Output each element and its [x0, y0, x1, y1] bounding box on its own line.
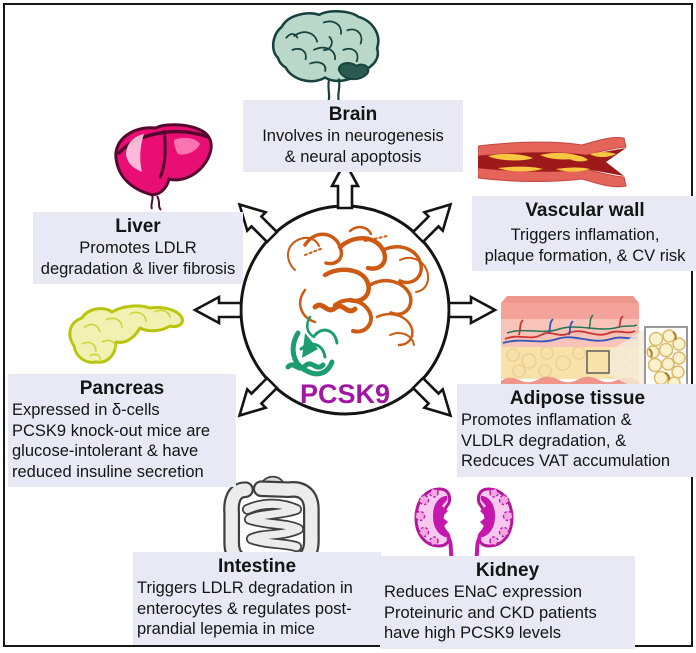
intestine-caption-box: Intestine Triggers LDLR degradation in e…: [133, 552, 381, 645]
liver-vessels: [150, 193, 162, 211]
arrow-down-right-icon: [411, 376, 453, 418]
intestine-line-1: Triggers LDLR degradation in: [137, 579, 353, 598]
arrow-up-left-icon: [237, 202, 279, 244]
pcsk9-label: PCSK9: [300, 379, 390, 409]
zoom-target-square: [586, 350, 610, 374]
liver-title: Liver: [115, 216, 161, 237]
vascular-wall-line-1: Triggers inflamation,: [510, 226, 660, 245]
adipose-tissue-caption-box: Adipose tissue Promotes inflamation & VL…: [457, 384, 696, 477]
liver-caption-box: Liver Promotes LDLR degradation & liver …: [33, 212, 243, 285]
dermis-vessels: [502, 314, 638, 344]
brain-illustration: [271, 10, 380, 104]
pcsk9-protein-ribbon: [285, 225, 430, 377]
liver-highlight-right: [174, 137, 200, 155]
brain-line-2: & neural apoptosis: [284, 147, 422, 166]
vascular-wall-illustration: [478, 137, 627, 188]
pancreas-body: [68, 304, 184, 364]
pancreas-illustration: [68, 304, 184, 364]
kidney-caption-box: Kidney Reduces ENaC expression Proteinur…: [380, 556, 635, 649]
pcsk9-hub-graphic: PCSK9: [192, 159, 498, 418]
pancreas-line-2: PCSK9 knock-out mice are: [12, 421, 211, 440]
liver-top-ridge: [116, 129, 209, 156]
protein-beta-sheet: [302, 333, 318, 358]
intestine-title: Intestine: [217, 556, 297, 577]
right-kidney: [473, 487, 515, 565]
liver-line-2: degradation & liver fibrosis: [40, 259, 236, 278]
arrow-down-left-icon: [237, 376, 279, 418]
intestine-line-2: enterocytes & regulates post-: [137, 599, 352, 618]
pancreas-line-1: Expressed in δ-cells: [12, 401, 160, 420]
pancreas-title: Pancreas: [79, 378, 165, 399]
liver-lobe-divider: [158, 129, 167, 179]
arrow-left-icon: [192, 294, 243, 326]
vascular-wall-line-2: plaque formation, & CV risk: [484, 246, 686, 265]
skin-top-face: [501, 296, 639, 303]
zoom-beam: [609, 329, 645, 393]
kidney-line-1: Reduces ENaC expression: [384, 583, 583, 602]
left-kidney: [413, 487, 455, 565]
liver-line-1: Promotes LDLR: [79, 239, 197, 258]
vascular-wall-caption-box: Vascular wall Triggers inflamation, plaq…: [472, 196, 696, 272]
kidney-title: Kidney: [475, 560, 540, 581]
adipose-tissue-title: Adipose tissue: [509, 388, 646, 409]
brain-title: Brain: [328, 104, 378, 125]
plaque-deposits: [488, 152, 616, 172]
liver-highlight-left: [126, 134, 144, 172]
pancreas-texture: [81, 309, 171, 363]
arrow-up-right-icon: [411, 202, 453, 244]
pancreas-caption-box: Pancreas Expressed in δ-cells PCSK9 knoc…: [8, 374, 236, 487]
adipose-line-2: VLDLR degradation, &: [461, 431, 627, 450]
adipose-line-1: Promotes inflamation &: [461, 411, 632, 430]
pancreas-line-4: reduced insuline secretion: [12, 462, 204, 481]
adipose-line-3: Redcuces VAT accumulation: [461, 452, 671, 471]
vascular-wall-title: Vascular wall: [525, 200, 645, 221]
brain-caption-box: Brain Involves in neurogenesis & neural …: [243, 100, 463, 173]
intestine-line-3: prandial lepemia in mice: [137, 620, 315, 639]
kidney-line-2: Proteinuric and CKD patients: [384, 603, 597, 622]
brain-line-1: Involves in neurogenesis: [262, 127, 444, 146]
cerebellum: [337, 62, 370, 81]
arrow-right-icon: [447, 294, 498, 326]
brain-gyri: [285, 20, 363, 72]
kidney-illustration: [413, 487, 515, 565]
pancreas-line-3: glucose-intolerant & have: [12, 442, 199, 461]
figure-frame: PCSK9: [3, 3, 696, 649]
arrow-up-icon: [329, 159, 361, 210]
radiating-arrows: [192, 159, 498, 418]
epidermis-layer: [501, 303, 639, 319]
fat-cell-nuclei: [648, 331, 677, 381]
liver-illustration: [114, 123, 213, 211]
kidney-line-3: have high PCSK9 levels: [384, 624, 562, 643]
